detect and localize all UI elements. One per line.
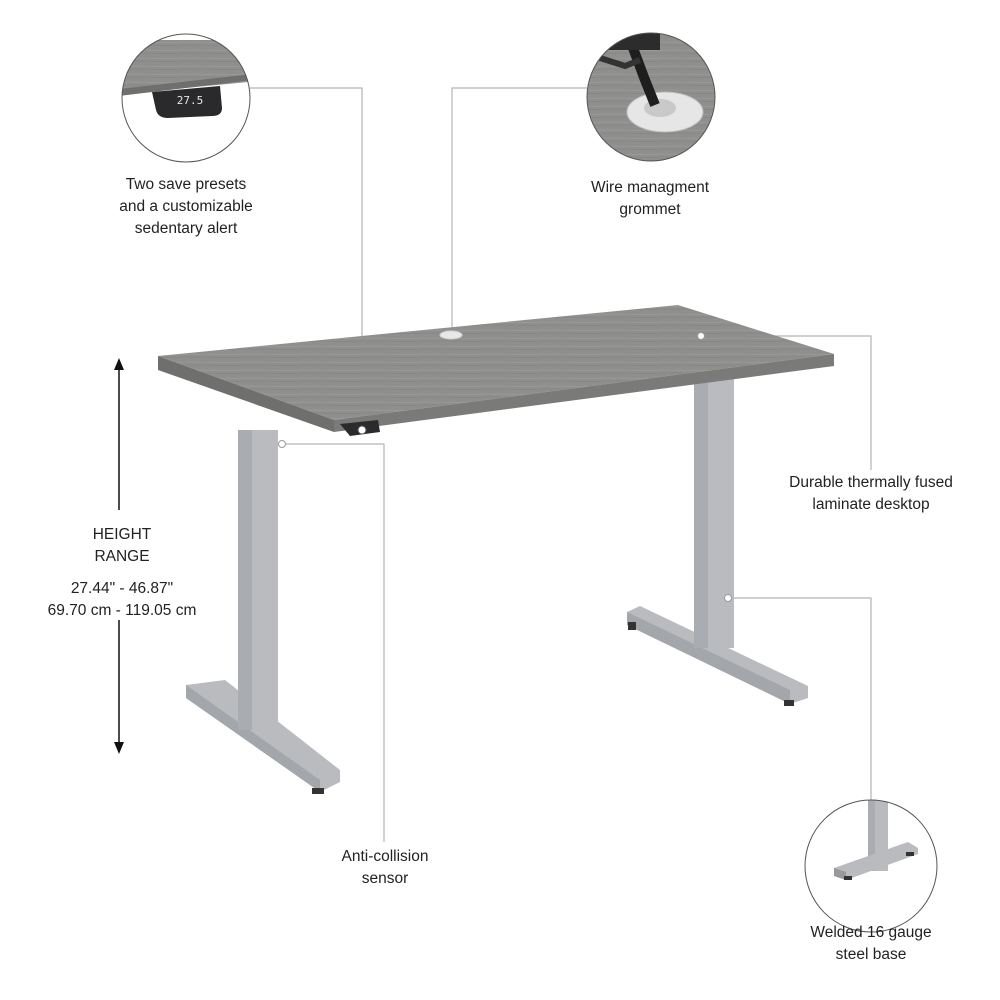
keypad-display: 27.5 [177,94,204,107]
detail-grommet [586,32,716,162]
label-sensor-line: Anti-collision [341,848,429,865]
label-base-line: Welded 16 gauge [810,924,932,941]
height-range-imperial: 27.44" - 46.87" [70,580,174,597]
height-arrow [114,358,124,754]
label-sensor-line: sensor [361,870,409,887]
label-presets-line: sedentary alert [134,220,238,237]
label-grommet: Wire managment grommet [560,177,740,221]
leader-base [728,597,872,800]
detail-base [804,799,938,933]
label-base: Welded 16 gauge steel base [786,922,956,966]
label-presets: Two save presets and a customizable sede… [96,174,276,240]
label-presets-line: and a customizable [119,198,253,215]
label-desktop: Durable thermally fused laminate desktop [760,472,982,516]
desktop [158,305,834,602]
label-base-line: steel base [835,946,907,963]
label-desktop-line: Durable thermally fused [789,474,953,491]
label-presets-line: Two save presets [125,176,247,193]
height-range-title: RANGE [94,548,150,565]
label-grommet-line: grommet [619,201,681,218]
leader-sensor [282,443,385,842]
leader-grommet [451,87,587,332]
height-range-label: HEIGHT RANGE 27.44" - 46.87" 69.70 cm - … [22,524,222,622]
leader-presets [250,87,363,428]
desk-back-leg [627,378,808,706]
height-range-metric: 69.70 cm - 119.05 cm [47,602,197,619]
desk-front-leg [186,430,340,794]
label-grommet-line: Wire managment [590,179,709,196]
detail-keypad: 27.5 [121,33,251,163]
label-sensor: Anti-collision sensor [310,846,460,890]
label-desktop-line: laminate desktop [812,496,930,513]
height-range-title: HEIGHT [92,526,152,543]
